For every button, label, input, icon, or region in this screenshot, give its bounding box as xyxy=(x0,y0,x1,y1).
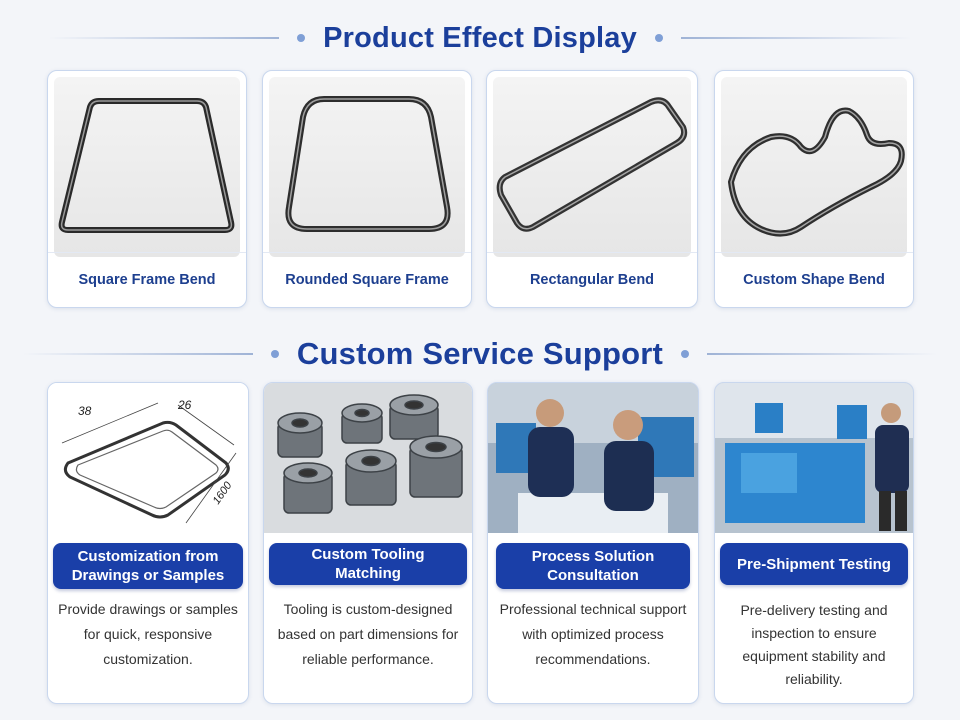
product-card: Custom Shape Bend xyxy=(714,70,914,308)
service-title-badge: Process Solution Consultation xyxy=(496,543,690,589)
service-description: Provide drawings or samples for quick, r… xyxy=(58,601,238,667)
product-card: Square Frame Bend xyxy=(47,70,247,308)
product-label: Rounded Square Frame xyxy=(263,252,471,307)
product-label: Square Frame Bend xyxy=(48,252,246,307)
divider-dot xyxy=(654,34,663,42)
tooling-dies-image xyxy=(264,383,472,533)
service-description: Pre-delivery testing and inspection to e… xyxy=(740,602,888,687)
service-title-badge: Custom Tooling Matching xyxy=(269,543,467,585)
divider-dot xyxy=(270,350,279,358)
divider-dot xyxy=(681,350,690,358)
custom-shape-bend-image xyxy=(721,77,907,257)
service-card: Custom Tooling Matching Tooling is custo… xyxy=(263,382,473,704)
dimension-label: 38 xyxy=(78,404,92,418)
divider-line xyxy=(22,353,253,355)
service-card: Pre-Shipment Testing Pre-delivery testin… xyxy=(714,382,914,704)
rectangular-bend-image xyxy=(493,77,691,257)
divider-dot xyxy=(297,34,306,42)
engineers-consultation-image xyxy=(488,383,698,533)
product-section-header: Product Effect Display xyxy=(0,18,960,58)
testing-equipment-image xyxy=(715,383,913,533)
service-card: 38 26 1600 Customization from Drawings o… xyxy=(47,382,249,704)
divider-line xyxy=(707,353,938,355)
service-description: Tooling is custom-designed based on part… xyxy=(277,601,459,667)
rounded-square-frame-image xyxy=(269,77,465,257)
service-title-badge: Customization from Drawings or Samples xyxy=(53,543,243,589)
product-label: Custom Shape Bend xyxy=(715,252,913,307)
dimension-label: 26 xyxy=(177,398,192,412)
service-title-badge: Pre-Shipment Testing xyxy=(720,543,908,585)
service-card: Process Solution Consultation Profession… xyxy=(487,382,699,704)
divider-line xyxy=(680,37,911,39)
product-card: Rectangular Bend xyxy=(486,70,698,308)
section-title: Product Effect Display xyxy=(323,21,637,54)
square-frame-bend-image xyxy=(54,77,240,257)
divider-line xyxy=(49,37,280,39)
service-description: Professional technical support with opti… xyxy=(499,601,687,667)
section-title: Custom Service Support xyxy=(296,336,664,371)
product-card: Rounded Square Frame xyxy=(262,70,472,308)
product-label: Rectangular Bend xyxy=(487,252,697,307)
technical-drawing-image: 38 26 1600 xyxy=(48,383,248,533)
service-section-header: Custom Service Support xyxy=(0,332,960,376)
